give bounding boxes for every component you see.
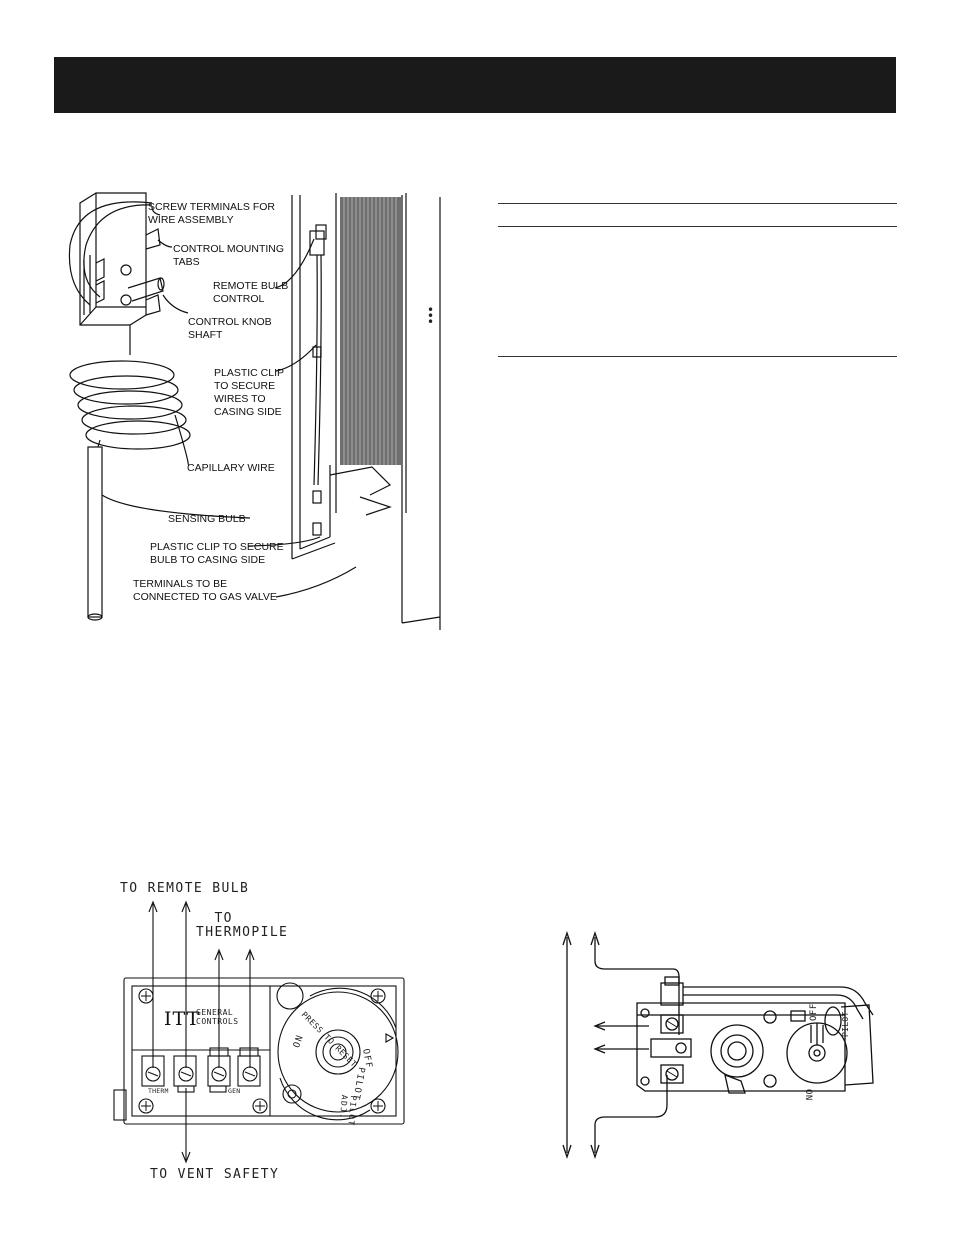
label-mounting-tabs: CONTROL MOUNTING TABS bbox=[173, 243, 285, 268]
label-knob-shaft: CONTROL KNOB SHAFT bbox=[188, 316, 272, 341]
knob-on-label: ON bbox=[803, 1089, 813, 1101]
brand-general-controls: GENERAL CONTROLS bbox=[196, 1008, 239, 1026]
table-rule-bottom bbox=[498, 356, 897, 357]
label-capillary-wire: CAPILLARY WIRE bbox=[187, 462, 275, 474]
label-remote-bulb-control: REMOTE BULB CONTROL bbox=[213, 280, 289, 305]
label-to-remote-bulb: TO REMOTE BULB bbox=[120, 881, 250, 896]
label-therm: THERM bbox=[148, 1087, 169, 1095]
label-terminals-gas-valve: TERMINALS TO BE CONNECTED TO GAS VALVE bbox=[133, 578, 277, 603]
second-valve-drawing bbox=[562, 930, 874, 1160]
label-pilot-adj: PILOT ADJ. bbox=[337, 1094, 358, 1127]
itt-valve-figure: TO REMOTE BULB TO THERMOPILE TO VENT SAF… bbox=[110, 878, 430, 1188]
header-bar bbox=[54, 57, 896, 113]
label-sensing-bulb: SENSING BULB bbox=[168, 513, 246, 525]
label-plastic-clip-bulb: PLASTIC CLIP TO SECURE BULB TO CASING SI… bbox=[150, 541, 284, 566]
brand-itt: ITT bbox=[164, 1008, 201, 1030]
vertical-dots: ••• bbox=[427, 303, 435, 329]
label-to-vent-safety: TO VENT SAFETY bbox=[150, 1167, 280, 1182]
label-plastic-clip-wires: PLASTIC CLIP TO SECURE WIRES TO CASING S… bbox=[214, 367, 285, 418]
remote-bulb-figure: SCREW TERMINALS FOR WIRE ASSEMBLY CONTRO… bbox=[60, 185, 460, 630]
label-to-thermopile: TO THERMOPILE bbox=[196, 911, 289, 940]
knob-pilot-label: PILOT bbox=[841, 1011, 850, 1037]
label-screw-terminals: SCREW TERMINALS FOR WIRE ASSEMBLY bbox=[148, 201, 275, 226]
itt-valve-drawing bbox=[113, 900, 405, 1164]
remote-bulb-drawing bbox=[68, 192, 441, 630]
table-rule-top bbox=[498, 203, 897, 204]
knob-off-label: OFF bbox=[809, 1003, 819, 1021]
table-rule-header bbox=[498, 226, 897, 227]
second-valve-figure: OFF ON PILOT bbox=[555, 925, 895, 1170]
label-gen: GEN bbox=[228, 1087, 241, 1095]
